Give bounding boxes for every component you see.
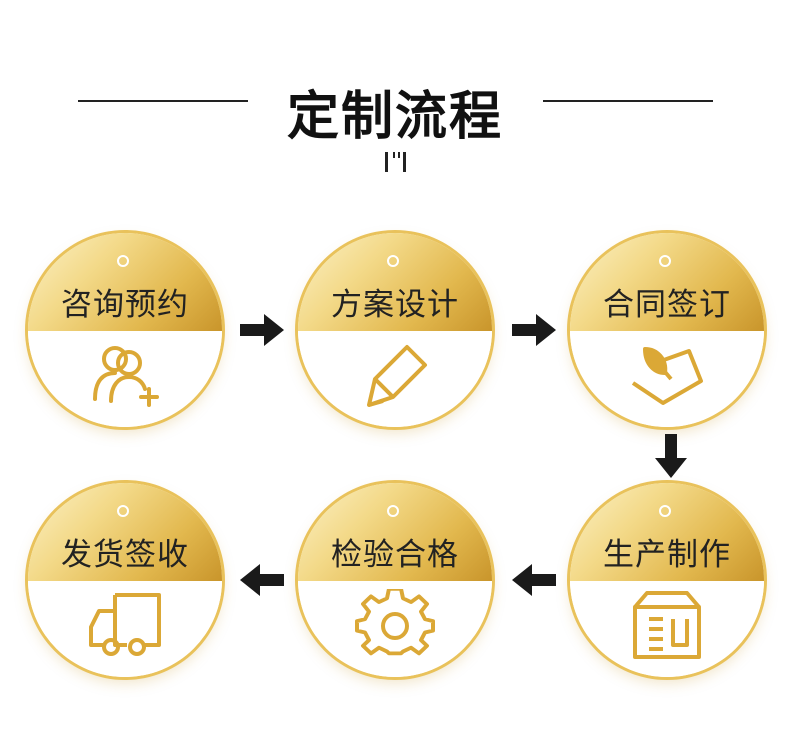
step-label: 咨询预约 bbox=[61, 287, 189, 323]
step-design: 方案设计 bbox=[298, 233, 492, 427]
arrow-left-icon bbox=[240, 564, 284, 596]
step-label: 生产制作 bbox=[603, 537, 731, 573]
box-production-icon bbox=[633, 591, 701, 659]
arrow-right-icon bbox=[240, 314, 284, 346]
title-decoration-icon bbox=[385, 152, 406, 172]
contract-sign-icon bbox=[631, 347, 703, 405]
tag-hole bbox=[659, 505, 671, 517]
page-title: 定制流程 bbox=[286, 87, 503, 147]
step-label: 检验合格 bbox=[331, 537, 459, 573]
tag-hole bbox=[117, 255, 129, 267]
step-label: 发货签收 bbox=[61, 537, 189, 573]
step-production: 生产制作 bbox=[570, 483, 764, 677]
arrow-right-icon bbox=[512, 314, 556, 346]
step-label: 合同签订 bbox=[603, 287, 731, 323]
title-rule-left bbox=[78, 100, 248, 102]
gear-icon bbox=[355, 589, 435, 656]
pencil-icon bbox=[367, 345, 427, 407]
tag-hole bbox=[387, 505, 399, 517]
arrow-down-icon bbox=[655, 434, 687, 478]
tag-hole bbox=[117, 505, 129, 517]
step-label: 方案设计 bbox=[331, 287, 459, 323]
title-rule-right bbox=[543, 100, 713, 102]
step-delivery: 发货签收 bbox=[28, 483, 222, 677]
header: 定制流程 bbox=[0, 60, 790, 150]
arrow-left-icon bbox=[512, 564, 556, 596]
step-consult: 咨询预约 bbox=[28, 233, 222, 427]
tag-hole bbox=[387, 255, 399, 267]
users-add-icon bbox=[93, 346, 159, 407]
step-contract: 合同签订 bbox=[570, 233, 764, 427]
tag-hole bbox=[659, 255, 671, 267]
step-inspection: 检验合格 bbox=[298, 483, 492, 677]
truck-icon bbox=[89, 593, 161, 656]
